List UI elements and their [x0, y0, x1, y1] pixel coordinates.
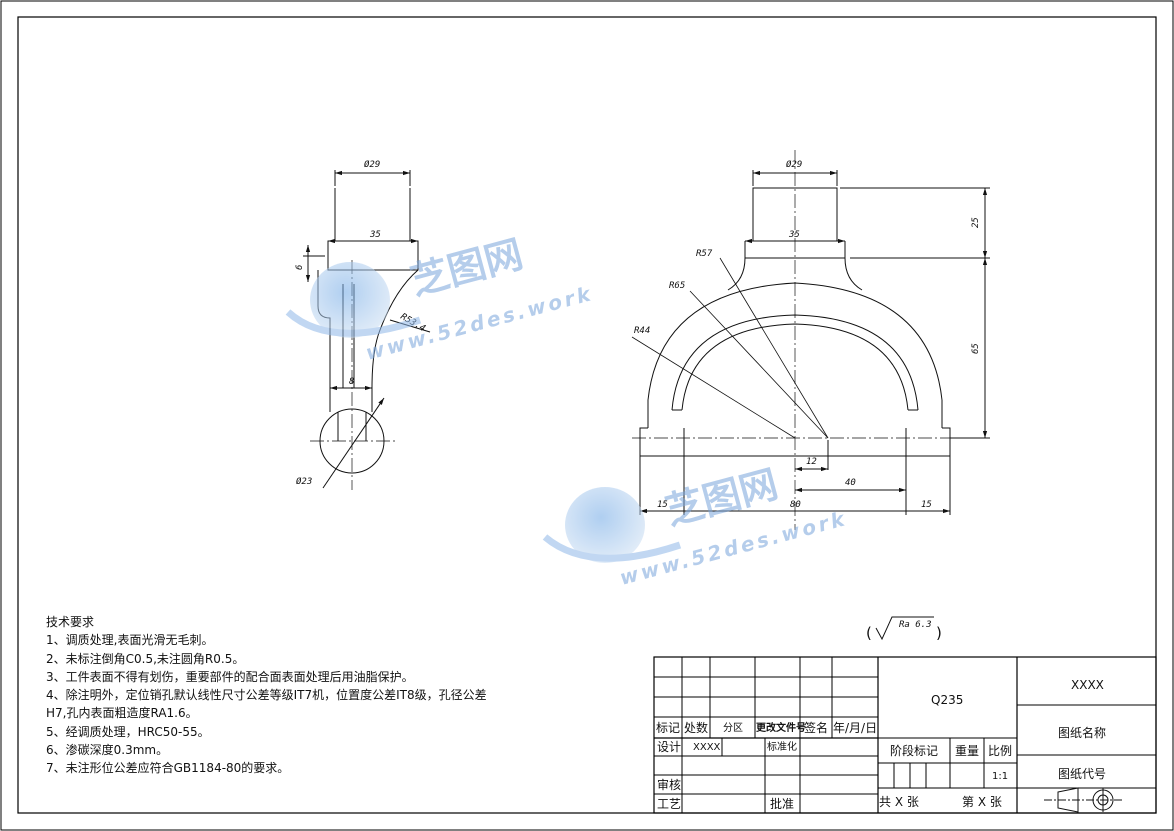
tech-item-4-cont: H7,孔内表面粗造度RA1.6。 [46, 706, 198, 721]
tb-process: 工艺 [657, 797, 681, 811]
side-dim-thickness: 6 [295, 265, 305, 270]
surface-finish-symbol: ( Ra 6.3 ) [866, 616, 942, 642]
tb-change-doc: 更改文件号 [756, 721, 806, 734]
tb-stage-mark: 阶段标记 [890, 743, 938, 758]
inner-border [17, 16, 1157, 814]
side-dim-hole: Ø23 [296, 476, 312, 487]
tb-count: 处数 [684, 720, 708, 735]
tb-sheet-no: 第 X 张 [962, 795, 1002, 809]
svg-text:): ) [936, 624, 942, 642]
watermark-brand-1: 芝图网 [406, 232, 528, 304]
front-dim-r65: R65 [669, 281, 685, 291]
tb-signature: 签名 [804, 720, 828, 735]
front-dim-height: 65 [971, 343, 981, 354]
watermark-url-2: www.52des.work [617, 506, 850, 590]
side-dim-top-diameter: Ø29 [364, 159, 380, 170]
tb-scale-value: 1:1 [992, 771, 1008, 782]
tech-item-7: 7、未注形位公差应符合GB1184-80的要求。 [46, 761, 290, 776]
side-dim-width: 35 [369, 230, 381, 240]
tb-total-sheets: 共 X 张 [879, 795, 919, 809]
tech-item-2: 2、未标注倒角C0.5,未注圆角R0.5。 [46, 651, 245, 666]
front-dim-top-height: 25 [971, 217, 981, 228]
tech-item-4: 4、除注明外，定位销孔默认线性尺寸公差等级IT7机，位置度公差IT8级，孔径公差 [46, 688, 487, 703]
tb-material: Q235 [931, 693, 963, 707]
tb-mark: 标记 [656, 721, 680, 735]
tb-drawing-name: 图纸名称 [1058, 725, 1106, 740]
front-dim-width: 35 [788, 230, 800, 240]
tb-design: 设计 [657, 740, 681, 754]
tech-item-6: 6、渗碳深度0.3mm。 [46, 743, 169, 758]
tech-item-5: 5、经调质处理，HRC50-55。 [46, 724, 210, 739]
watermark-logo-2: 芝图网 www.52des.work [542, 462, 850, 590]
front-dim-left-15: 15 [657, 500, 668, 510]
title-block-text: Q235 XXXX 图纸名称 图纸代号 标记 处数 分区 更改文件号 签名 年/… [656, 678, 1106, 811]
tech-title: 技术要求 [46, 615, 95, 629]
front-view [631, 150, 990, 530]
watermark-brand-2: 芝图网 [661, 462, 783, 534]
front-dim-right-15: 15 [921, 500, 932, 510]
tb-approve: 批准 [770, 796, 794, 811]
tb-review: 审核 [657, 777, 681, 792]
tb-zone: 分区 [723, 722, 743, 734]
projection-symbol-icon [1044, 787, 1124, 813]
front-dim-r44: R44 [634, 326, 650, 336]
title-block [653, 656, 1157, 814]
svg-text:(: ( [866, 624, 872, 642]
front-dim-80: 80 [790, 500, 801, 510]
tb-designer: XXXX [693, 742, 721, 753]
front-dim-40: 40 [845, 478, 856, 488]
tech-item-3: 3、工件表面不得有划伤，重要部件的配合面表面处理后用油脂保护。 [46, 669, 414, 684]
tb-scale-label: 比例 [988, 744, 1012, 758]
tb-company: XXXX [1071, 678, 1104, 692]
front-dim-top-diameter: Ø29 [786, 159, 802, 170]
front-dim-r57: R57 [696, 249, 713, 259]
technical-requirements: 技术要求 1、调质处理,表面光滑无毛刺。 2、未标注倒角C0.5,未注圆角R0.… [46, 613, 487, 778]
surface-finish-value: Ra 6.3 [899, 620, 932, 630]
tb-weight: 重量 [955, 744, 979, 758]
side-dim-neck: 8 [349, 377, 354, 387]
front-view-labels: Ø29 35 25 65 R57 R65 R44 12 40 80 15 15 [634, 159, 981, 510]
tb-standardize: 标准化 [767, 740, 797, 753]
tb-drawing-code: 图纸代号 [1058, 767, 1106, 781]
tech-item-1: 1、调质处理,表面光滑无毛刺。 [46, 633, 214, 648]
front-dim-offset: 12 [806, 457, 817, 467]
watermark-logo-1: 芝图网 www.52des.work [285, 232, 596, 365]
tb-date: 年/月/日 [833, 721, 877, 735]
